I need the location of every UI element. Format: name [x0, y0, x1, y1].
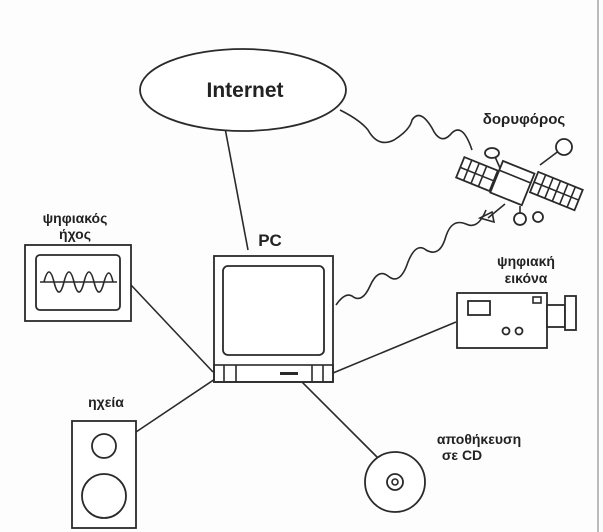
video-camera-icon	[456, 292, 577, 349]
link-internet-satellite	[339, 109, 473, 151]
cd-storage-node: αποθήκευση σε CD	[364, 431, 521, 513]
cloud-ellipse-icon	[139, 48, 347, 132]
speakers-label: ηχεία	[88, 394, 124, 410]
link-pc-camera	[332, 321, 457, 374]
link-satellite-pc	[335, 209, 487, 306]
digital-image-node: ψηφιακή εικόνα	[456, 253, 577, 349]
pc-label: PC	[258, 231, 282, 250]
digital-image-label-line1: ψηφιακή	[497, 253, 555, 269]
internet-label: Internet	[206, 79, 283, 102]
monitor-icon	[213, 255, 334, 383]
waveform-display-icon	[24, 244, 132, 322]
link-internet-pc	[224, 127, 249, 251]
connection-lines	[130, 109, 487, 459]
speakers-node: ηχεία	[71, 394, 137, 529]
satellite-label: δορυφόρος	[483, 111, 566, 128]
cd-storage-label-line2: σε CD	[442, 447, 482, 463]
cd-disc-icon	[364, 451, 426, 513]
link-pc-cd	[299, 379, 379, 459]
digital-sound-node: ψηφιακός ήχος	[24, 210, 132, 322]
internet-node: Internet	[139, 48, 347, 132]
digital-sound-label-line2: ήχος	[59, 226, 91, 242]
digital-image-label-line2: εικόνα	[505, 270, 548, 286]
speaker-icon	[71, 420, 137, 529]
cd-storage-label-line1: αποθήκευση	[437, 431, 521, 447]
link-speakers-pc	[135, 376, 219, 433]
satellite-icon: δορυφόρος	[454, 111, 584, 226]
link-sound-pc	[130, 284, 214, 373]
pc-node: PC	[213, 231, 334, 383]
digital-sound-label-line1: ψηφιακός	[43, 210, 108, 226]
